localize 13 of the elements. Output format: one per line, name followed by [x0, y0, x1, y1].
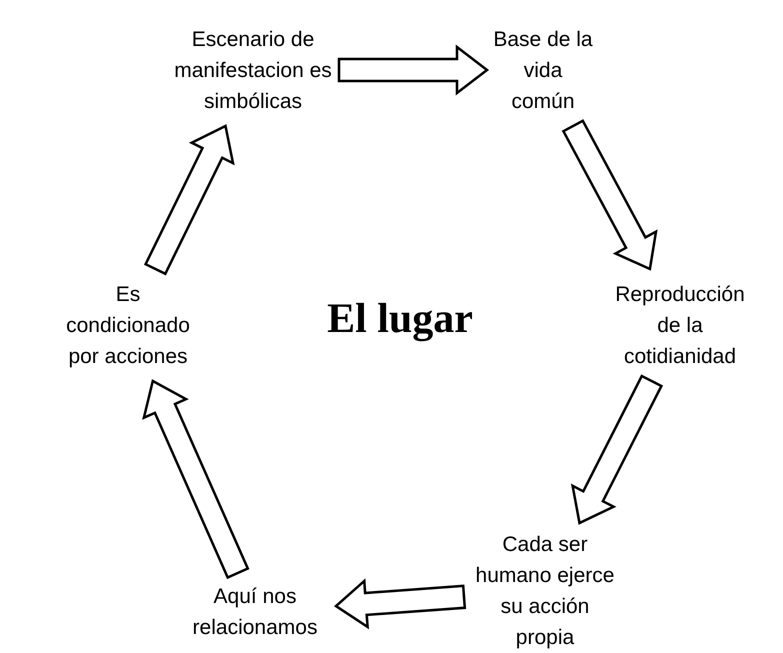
node-label: Escenario de manifestacion es simbólicas: [173, 26, 333, 114]
block-arrow: [334, 578, 466, 630]
node-label: Cada ser humano ejerce su acción propia: [474, 532, 616, 651]
node-label: Reproducción de la cotidianidad: [614, 282, 746, 370]
node-label: Aquí nos relacionamos: [192, 584, 318, 641]
center-title: El lugar: [326, 295, 474, 343]
node-label: Base de la vida común: [493, 26, 593, 114]
block-arrow: [144, 124, 235, 276]
block-arrow: [338, 44, 490, 96]
block-arrow: [142, 379, 250, 580]
block-arrow: [570, 374, 664, 525]
node-label: Es condicionado por acciones: [65, 282, 191, 370]
block-arrow: [562, 119, 658, 271]
